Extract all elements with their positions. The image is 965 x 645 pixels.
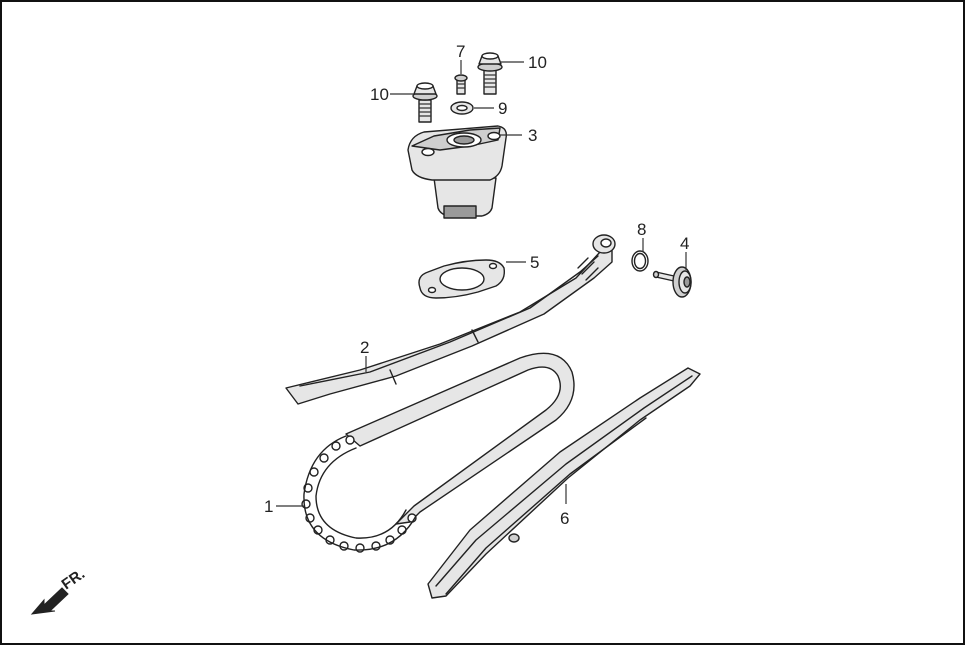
callout-numbers: 1 2 3 4 5 6 7 8 9 10 10: [264, 42, 689, 528]
cam-chain[interactable]: [301, 352, 575, 553]
cam-chain-guide[interactable]: [427, 367, 701, 599]
callout-4: 4: [680, 234, 689, 253]
callout-3: 3: [528, 126, 537, 145]
flange-bolt-right[interactable]: [477, 52, 503, 95]
leader-lines: [276, 60, 687, 507]
callout-7: 7: [456, 42, 465, 61]
washer[interactable]: [450, 101, 474, 115]
o-ring[interactable]: [631, 250, 649, 272]
callout-6: 6: [560, 509, 569, 528]
screw[interactable]: [454, 74, 468, 95]
front-arrow-icon: [30, 587, 69, 615]
callout-10-left: 10: [370, 85, 389, 104]
cam-chain-tensioner-arm[interactable]: [285, 234, 616, 405]
callout-10-right: 10: [528, 53, 547, 72]
callout-2: 2: [360, 338, 369, 357]
flange-bolt-left[interactable]: [412, 82, 438, 123]
callout-1: 1: [264, 497, 273, 516]
callout-8: 8: [637, 220, 646, 239]
tensioner-gasket[interactable]: [418, 259, 506, 299]
cam-chain-tensioner-lifter[interactable]: [407, 125, 508, 219]
front-direction-indicator: FR.: [30, 565, 88, 615]
callout-9: 9: [498, 99, 507, 118]
callout-5: 5: [530, 253, 539, 272]
tensioner-pivot-bolt[interactable]: [652, 266, 692, 298]
